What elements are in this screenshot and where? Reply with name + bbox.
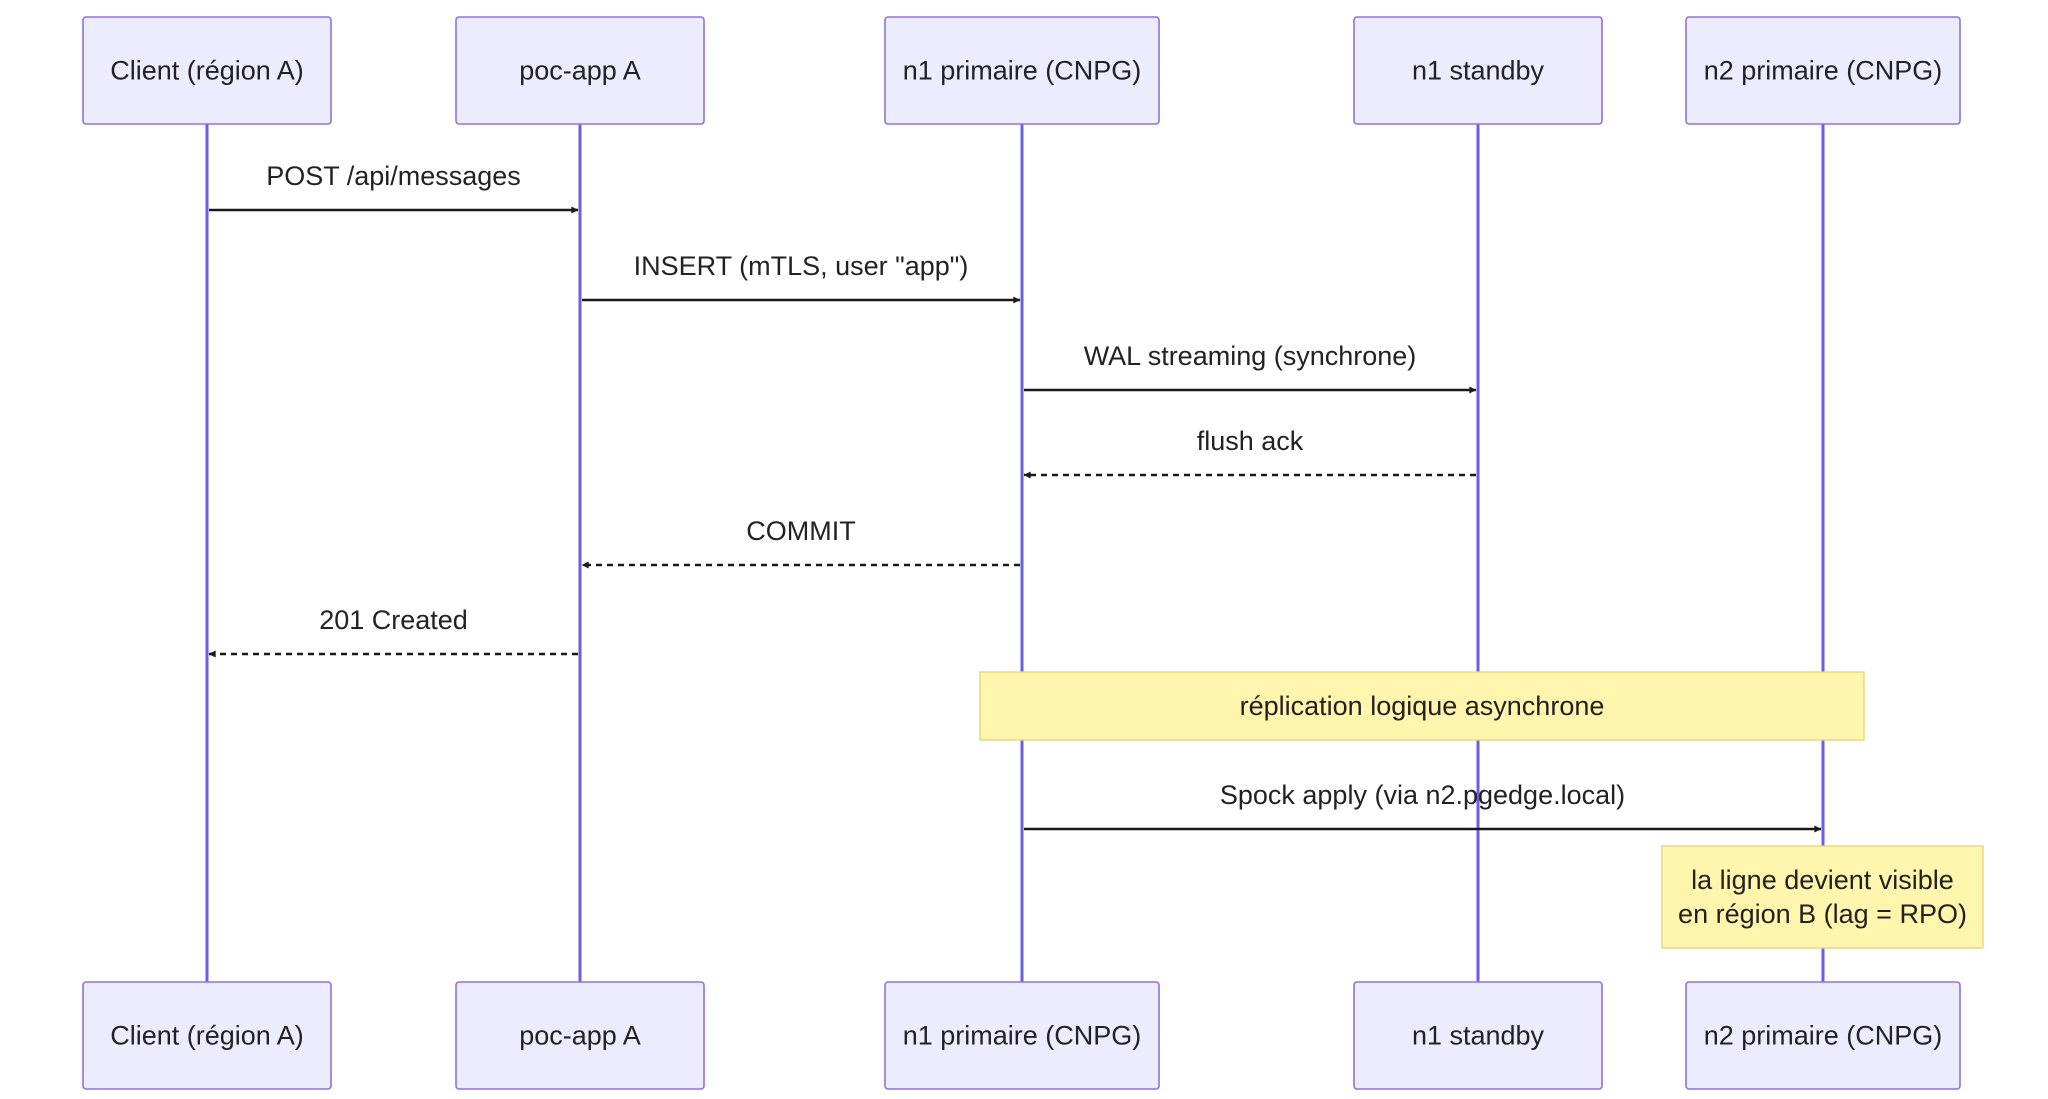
actor-label: n1 standby [1412, 1021, 1545, 1051]
actor-n2p-top: n2 primaire (CNPG) [1685, 16, 1961, 125]
actor-box [884, 981, 1160, 1090]
actor-label: n1 primaire (CNPG) [903, 56, 1142, 86]
notes: réplication logique asynchrone la ligne d… [979, 671, 1984, 949]
actor-box [455, 16, 705, 125]
actor-app-bottom: poc-app A [455, 981, 705, 1090]
actor-label: n1 primaire (CNPG) [903, 1021, 1142, 1051]
note-text: en région B (lag = RPO) [1678, 899, 1967, 929]
actor-box [1685, 981, 1961, 1090]
actor-box [82, 981, 332, 1090]
actor-n1p-top: n1 primaire (CNPG) [884, 16, 1160, 125]
message-3: WAL streaming (synchrone) [1024, 341, 1477, 394]
note-text: réplication logique asynchrone [1240, 691, 1605, 721]
message-label: POST /api/messages [266, 161, 521, 191]
actor-label: n2 primaire (CNPG) [1704, 1021, 1943, 1051]
actor-n1s-top: n1 standby [1353, 16, 1603, 125]
message-label: flush ack [1197, 426, 1304, 456]
actor-label: Client (région A) [110, 56, 304, 86]
note-box [1661, 845, 1984, 949]
actor-box [1685, 16, 1961, 125]
message-label: COMMIT [746, 516, 855, 546]
note-1: réplication logique asynchrone [979, 671, 1865, 741]
actor-box [455, 981, 705, 1090]
message-label: INSERT (mTLS, user "app") [634, 251, 969, 281]
actor-label: Client (région A) [110, 1021, 304, 1051]
actor-label: n2 primaire (CNPG) [1704, 56, 1943, 86]
message-label: WAL streaming (synchrone) [1084, 341, 1417, 371]
note-box [979, 671, 1865, 741]
actor-n1s-bottom: n1 standby [1353, 981, 1603, 1090]
message-label: 201 Created [319, 605, 468, 635]
actor-label: poc-app A [519, 1021, 641, 1051]
actor-n1p-bottom: n1 primaire (CNPG) [884, 981, 1160, 1090]
actor-label: n1 standby [1412, 56, 1545, 86]
actor-label: poc-app A [519, 56, 641, 86]
note-text: la ligne devient visible [1691, 865, 1954, 895]
message-5: COMMIT [581, 516, 1020, 569]
message-4: flush ack [1023, 426, 1476, 479]
actor-box [884, 16, 1160, 125]
note-2: la ligne devient visible en région B (lag… [1661, 845, 1984, 949]
actor-box [1353, 16, 1603, 125]
actor-client-top: Client (région A) [82, 16, 332, 125]
message-label: Spock apply (via n2.pgedge.local) [1220, 780, 1625, 810]
message-1: POST /api/messages [209, 161, 579, 214]
message-6: 201 Created [208, 605, 578, 658]
actor-box [1353, 981, 1603, 1090]
actors: Client (région A) Client (région A) poc-ap… [82, 16, 1961, 1090]
actor-app-top: poc-app A [455, 16, 705, 125]
actor-client-bottom: Client (région A) [82, 981, 332, 1090]
message-2: INSERT (mTLS, user "app") [582, 251, 1021, 304]
message-7: Spock apply (via n2.pgedge.local) [1024, 780, 1822, 833]
actor-box [82, 16, 332, 125]
actor-n2p-bottom: n2 primaire (CNPG) [1685, 981, 1961, 1090]
lifelines [205, 124, 1825, 982]
